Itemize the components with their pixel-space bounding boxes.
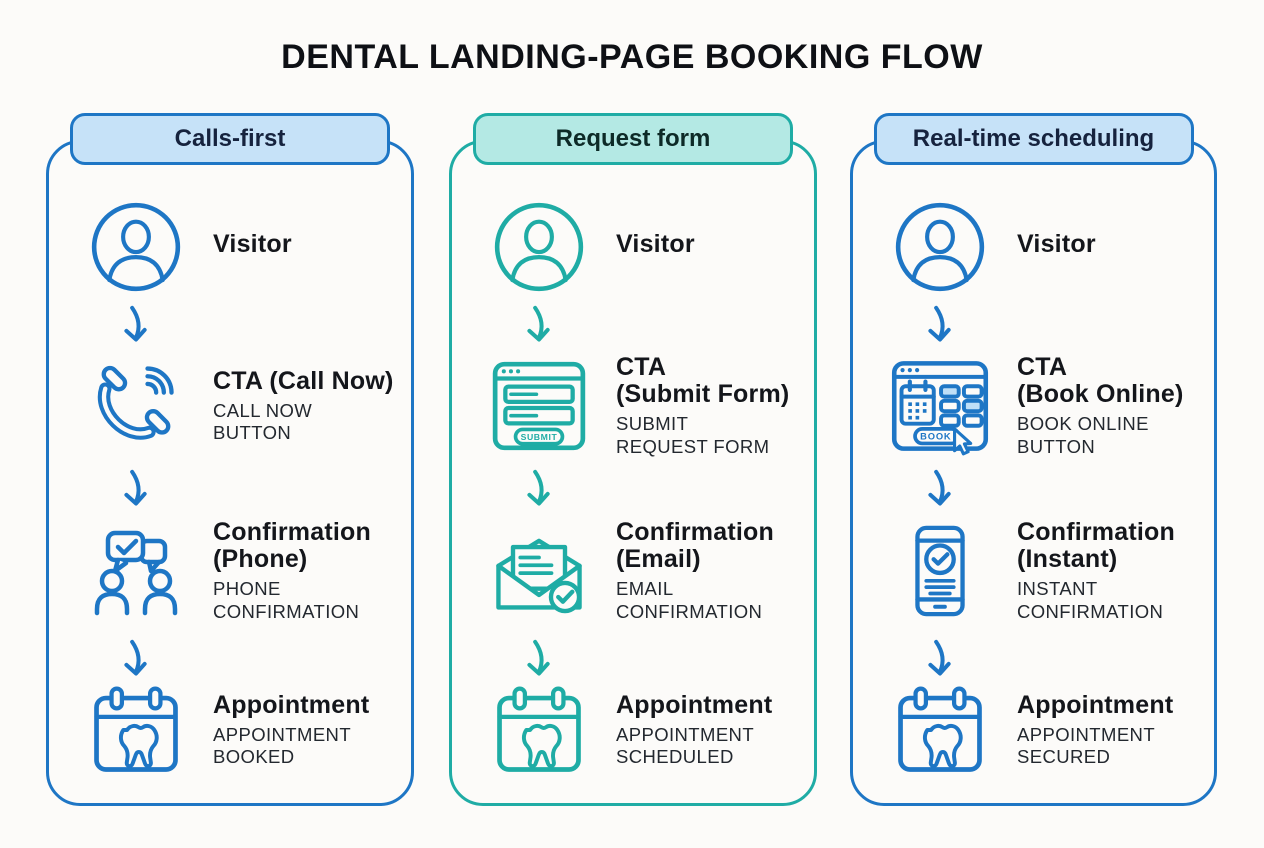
user-icon — [875, 199, 1005, 295]
step-title-line2: (Submit Form) — [616, 380, 790, 409]
step-title: Visitor — [213, 230, 292, 258]
arrow-down-icon — [527, 305, 550, 342]
user-icon — [474, 199, 604, 295]
step-caption: BUTTON — [1017, 435, 1096, 457]
arrow-down-icon — [928, 469, 951, 506]
step-title-line2: (Email) — [616, 545, 701, 574]
step-title: CTA — [1017, 353, 1068, 382]
step-title: Appointment — [213, 690, 370, 719]
step-caption: BOOKED — [213, 746, 295, 767]
step-caption: APPOINTMENT — [1017, 723, 1156, 745]
step-title: Visitor — [616, 230, 695, 258]
column-header-pill: Real-time scheduling — [873, 113, 1194, 165]
step-caption: BOOK ONLINE — [1017, 413, 1149, 435]
step-title: CTA (Call Now) — [213, 366, 394, 395]
step-caption: REQUEST FORM — [616, 435, 770, 457]
step-caption: SECURED — [1017, 746, 1111, 767]
step-caption: APPOINTMENT — [616, 723, 755, 745]
column-header-label: Request form — [555, 125, 711, 152]
step-title: Appointment — [616, 690, 773, 719]
email-check-icon — [474, 517, 604, 625]
column-request-form: Request form Visitor — [449, 113, 817, 806]
column-header-pill: Calls-first — [70, 113, 390, 165]
phone-check-icon — [875, 517, 1005, 625]
book-button-label: BOOK — [920, 432, 951, 442]
step-title: Visitor — [1017, 230, 1096, 258]
user-icon — [71, 199, 201, 295]
arrow-down-icon — [124, 639, 147, 676]
chat-people-icon — [71, 517, 201, 625]
step-title: Confirmation — [1017, 518, 1175, 547]
column-header-pill: Request form — [473, 113, 793, 165]
step-title-line2: (Instant) — [1017, 545, 1118, 574]
step-caption: INSTANT — [1017, 578, 1098, 600]
step-caption: CONFIRMATION — [213, 600, 360, 622]
booking-widget-icon: BOOK — [875, 353, 1005, 459]
step-caption: APPOINTMENT — [213, 723, 352, 745]
arrow-down-icon — [124, 469, 147, 506]
arrow-down-icon — [124, 305, 147, 342]
submit-button-label: SUBMIT — [521, 432, 558, 442]
step-visitor: Visitor — [49, 199, 411, 295]
column-calls-first: Calls-first Visitor — [46, 113, 414, 806]
column-real-time-scheduling: Real-time scheduling Visitor — [850, 113, 1217, 806]
step-caption: PHONE — [213, 578, 281, 600]
calendar-tooth-icon — [474, 683, 604, 777]
step-visitor: Visitor — [452, 199, 814, 295]
step-title-line2: (Phone) — [213, 545, 308, 574]
step-caption: EMAIL — [616, 578, 674, 600]
step-caption: BUTTON — [213, 422, 292, 443]
arrow-down-icon — [928, 639, 951, 676]
page-title: DENTAL LANDING-PAGE BOOKING FLOW — [281, 38, 983, 76]
step-title: Appointment — [1017, 690, 1174, 719]
step-title-line2: (Book Online) — [1017, 380, 1184, 409]
step-visitor: Visitor — [853, 199, 1214, 295]
step-title: Confirmation — [616, 518, 774, 547]
phone-call-icon — [71, 353, 201, 459]
step-caption: SCHEDULED — [616, 746, 734, 767]
column-header-label: Real-time scheduling — [912, 125, 1155, 152]
step-caption: CALL NOW — [213, 399, 313, 421]
calendar-tooth-icon — [71, 683, 201, 777]
arrow-down-icon — [928, 305, 951, 342]
step-title: Confirmation — [213, 518, 371, 547]
step-caption: SUBMIT — [616, 413, 689, 435]
step-title: CTA — [616, 353, 667, 382]
form-submit-icon: SUBMIT — [474, 353, 604, 459]
calendar-tooth-icon — [875, 683, 1005, 777]
arrow-down-icon — [527, 469, 550, 506]
column-header-label: Calls-first — [174, 125, 286, 152]
arrow-down-icon — [527, 639, 550, 676]
step-caption: CONFIRMATION — [1017, 600, 1164, 622]
step-caption: CONFIRMATION — [616, 600, 763, 622]
